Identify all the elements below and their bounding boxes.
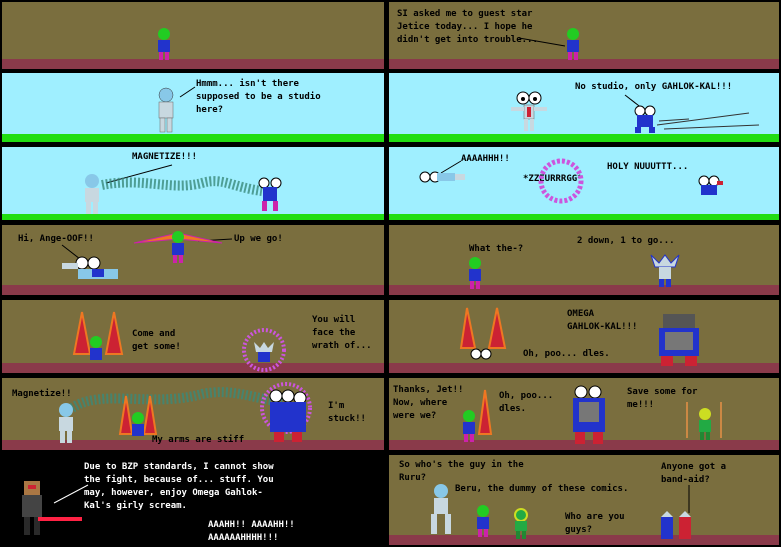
bohrok-figure — [650, 254, 680, 287]
scene — [463, 385, 722, 444]
speech-bubble: Oh, poo... dles. — [523, 349, 610, 359]
speech-bubble: Beru, the dummy of these comics. — [455, 484, 629, 494]
portal-scene — [419, 158, 723, 204]
panel-6: AAAAHHH!! *ZZEURRRGG* HOLY NUUUTTT... — [389, 147, 779, 220]
speech-bubble: What the-? — [469, 244, 524, 254]
floor — [389, 363, 779, 373]
scene — [59, 382, 312, 443]
floor — [2, 134, 384, 142]
silver-hero-figure — [59, 403, 73, 443]
bohrok-figures — [511, 91, 760, 133]
bohrok-eyes — [470, 348, 492, 360]
caption: SI asked me to guest star Jetice today..… — [397, 9, 538, 45]
panel-5: MAGNETIZE!!! — [2, 147, 384, 220]
panel-11: Magnetize!! I'm stuck!! My arms are stif… — [2, 378, 384, 450]
floor — [389, 535, 779, 545]
scene — [469, 254, 680, 289]
caption: Due to BZP standards, I cannot show the … — [84, 462, 274, 511]
speech-bubble: HOLY NUUUTTT... — [607, 162, 689, 172]
speech-bubble: Save some for me!!! — [627, 387, 698, 410]
omega-gahlok-kal — [659, 314, 699, 366]
floor — [389, 59, 779, 69]
speech-bubble: Magnetize!! — [12, 389, 72, 399]
silver-hero-figure — [85, 174, 99, 214]
ruru-figure — [514, 508, 528, 539]
speech-bubble: AAAAHHH!! — [461, 154, 510, 164]
speech-bubble: Oh, poo... dles. — [499, 391, 554, 414]
panel-8: What the-? 2 down, 1 to go... — [389, 225, 779, 295]
bohrok-group — [269, 389, 307, 442]
green-hero-figure — [477, 505, 489, 537]
speech-bubble: My arms are stiff — [152, 435, 245, 445]
portal-ring — [242, 328, 286, 372]
panel-14: So who's the guy in the Ruru? Beru, the … — [389, 455, 779, 545]
floor — [2, 285, 384, 295]
speech-bubble: Come and get some! — [132, 329, 181, 352]
green-hero-figure — [463, 410, 475, 442]
floor — [389, 285, 779, 295]
scene — [459, 307, 699, 366]
speech-bubble: You will face the wrath of... — [312, 315, 372, 351]
wing-left — [72, 311, 92, 355]
panel-7: Hi, Ange-OOF!! Up we go! — [2, 225, 384, 295]
speech-bubble: Up we go! — [234, 234, 283, 244]
bohrok-figure — [698, 175, 723, 195]
speech-bubble: 2 down, 1 to go... — [577, 236, 675, 246]
green-hero-figure — [172, 231, 184, 263]
panel-1 — [2, 2, 384, 69]
sound-effect: *ZZEURRRGG* — [523, 174, 583, 184]
floor — [2, 363, 384, 373]
silver-hero-figure — [431, 484, 451, 534]
magnet-beam-scene — [85, 164, 282, 214]
speech-bubble: Thanks, Jet!! Now, where were we? — [393, 385, 464, 421]
floor — [389, 440, 779, 450]
wing-glider-scene — [61, 231, 233, 279]
floor — [2, 59, 384, 69]
wing-right — [104, 311, 124, 355]
bohrok-figure — [254, 342, 274, 362]
green-hero-figure — [518, 28, 579, 60]
knocked-down-figures — [62, 256, 118, 279]
floor — [389, 134, 779, 142]
speech-bubble: I'm stuck!! — [328, 401, 366, 424]
floor — [389, 214, 779, 220]
magnet-beam — [69, 387, 283, 413]
speech-bubble: OMEGA GAHLOK-KAL!!! — [567, 309, 638, 332]
speech-bubble: So who's the guy in the Ruru? — [399, 460, 524, 483]
scene — [72, 311, 286, 372]
scene — [431, 484, 691, 539]
speech-bubble: MAGNETIZE!!! — [132, 152, 198, 162]
bohrok-figures — [661, 511, 691, 539]
omega-gahlok-kal — [573, 385, 605, 444]
panel-12: Thanks, Jet!! Now, where were we? Oh, po… — [389, 378, 779, 450]
bohrok-figure — [419, 171, 465, 183]
green-hero-figure — [469, 257, 481, 289]
panel-13: Due to BZP standards, I cannot show the … — [2, 455, 384, 545]
speech-bubble: Hi, Ange-OOF!! — [18, 234, 94, 244]
floor — [2, 214, 384, 220]
speech-bubble: Who are you guys? — [565, 512, 625, 535]
panel-9: Come and get some! You will face the wra… — [2, 300, 384, 373]
green-hero-figure — [90, 336, 102, 360]
floor — [2, 440, 384, 450]
panel-4: No studio, only GAHLOK-KAL!!! — [389, 73, 779, 142]
green-hero-figure — [158, 28, 170, 60]
panel-2: SI asked me to guest star Jetice today..… — [389, 2, 779, 69]
bohrok-figure — [258, 177, 282, 211]
panel-10: OMEGA GAHLOK-KAL!!! Oh, poo... dles. — [389, 300, 779, 373]
green-warrior-figure — [686, 402, 722, 440]
speech-bubble: Hmmm... isn't there supposed to be a stu… — [196, 79, 321, 115]
scream-text: AAAHH!! AAAAHH!! AAAAAAHHHH!!! — [208, 520, 295, 543]
green-hero-figure — [132, 412, 144, 436]
speech-bubble: Anyone got a band-aid? — [661, 462, 727, 485]
silver-hero-figure — [158, 86, 196, 133]
narrator-figure — [22, 481, 89, 535]
panel-3: Hmmm... isn't there supposed to be a stu… — [2, 73, 384, 142]
speech-bubble: No studio, only GAHLOK-KAL!!! — [575, 82, 733, 92]
